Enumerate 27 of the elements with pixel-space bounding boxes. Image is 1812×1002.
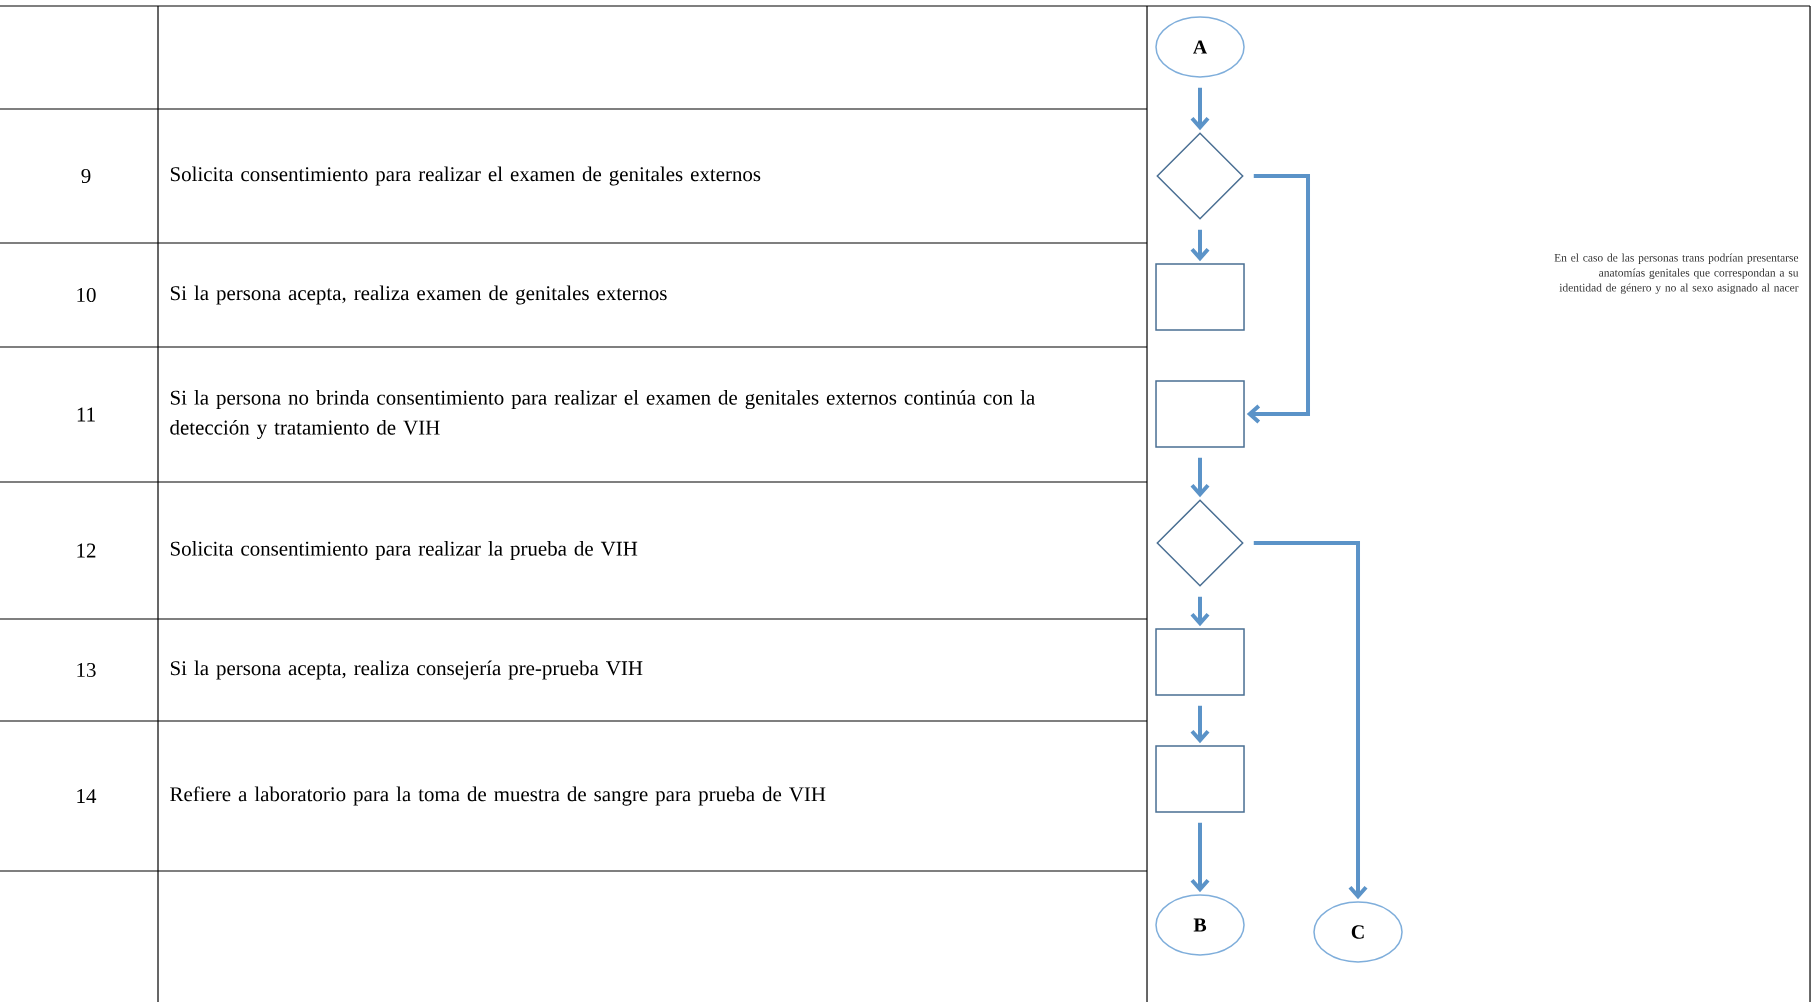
decision-diamond	[1156, 132, 1244, 220]
step-text: Solicita consentimiento para realizar el examen de genitales externos	[170, 166, 761, 186]
arrow	[1190, 822, 1210, 893]
step-text: Si la persona acepta, realiza examen de genitales externos	[170, 285, 667, 305]
process-box	[1155, 263, 1245, 331]
row-number: 11	[77, 407, 95, 422]
row-number: 13	[77, 662, 96, 678]
arrow	[1190, 705, 1210, 744]
step-text: Si la persona acepta, realiza consejería pre-prueba VIH	[170, 660, 643, 680]
process-box	[1155, 745, 1245, 813]
process-box	[1155, 628, 1245, 696]
arrow	[1190, 596, 1210, 627]
row-number: 9	[81, 168, 91, 184]
row-number: 12	[77, 543, 96, 558]
arrow	[1190, 457, 1210, 498]
decision-diamond	[1156, 499, 1244, 587]
step-text: Solicita consentimiento para realizar la prueba de VIH	[170, 541, 638, 560]
arrow	[1190, 229, 1210, 262]
side-note: En el caso de las personas trans podrían presentarse anatomías genitales que correspondan a su identidad de género y no al sexo asignado al nacer	[1554, 253, 1799, 294]
row-number: 14	[77, 789, 97, 803]
row-number: 10	[77, 287, 96, 303]
arrow	[1246, 174, 1310, 424]
arrow	[1190, 87, 1210, 131]
step-text: Si la persona no brinda consentimiento para realizar el examen de genitales externos continúa con la detección y tratamiento de VIH	[170, 390, 1035, 439]
arrow	[1253, 541, 1368, 900]
step-text: Refiere a laboratorio para la toma de muestra de sangre para prueba de VIH	[170, 786, 826, 806]
process-box	[1155, 380, 1245, 448]
